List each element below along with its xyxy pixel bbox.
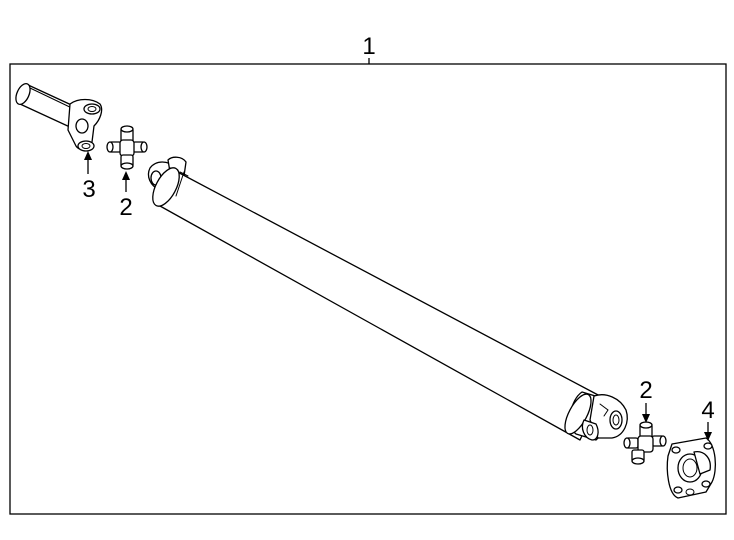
slip-yoke-part [15, 83, 103, 152]
callout-label-2b: 2 [639, 377, 652, 404]
callout-label-4: 4 [701, 397, 714, 424]
callout-label-1: 1 [362, 33, 375, 60]
callout-arrow-3 [84, 151, 92, 160]
u-joint-left-part [106, 125, 148, 170]
callout-label-2a: 2 [119, 194, 132, 221]
callout-u-joint-right: 2 [639, 377, 653, 423]
callout-arrow-2a [122, 171, 130, 180]
callout-slip-yoke: 3 [82, 151, 96, 203]
callout-label-3: 3 [82, 176, 95, 203]
callout-u-joint-left: 2 [119, 171, 133, 221]
callout-assembly: 1 [362, 33, 376, 64]
callout-flange-yoke: 4 [701, 397, 715, 441]
callout-arrow-4 [704, 432, 712, 441]
flange-yoke-part [666, 437, 717, 499]
callout-arrow-2b [642, 414, 650, 423]
driveshaft-tube-part [147, 156, 628, 441]
u-joint-right-part [623, 421, 667, 465]
diagram-frame [9, 63, 727, 515]
